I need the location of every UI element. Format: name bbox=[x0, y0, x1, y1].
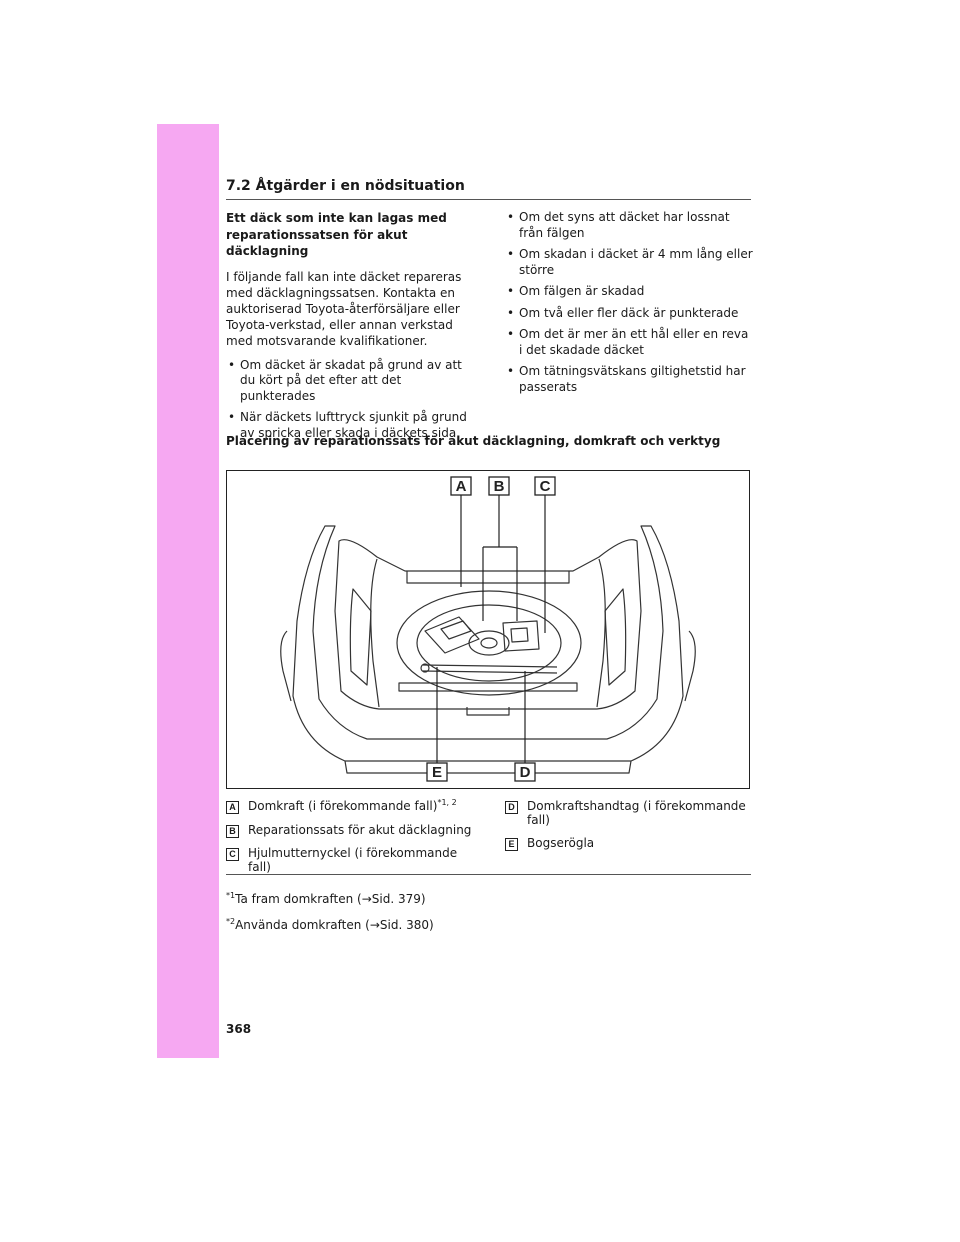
list-item: •Om fälgen är skadad bbox=[507, 284, 645, 298]
legend-item-c: C Hjulmutternyckel (i förekommande fall) bbox=[226, 846, 478, 874]
legend-right: D Domkraftshandtag (i förekommande fall)… bbox=[505, 799, 757, 861]
chapter-side-tab bbox=[157, 124, 219, 1058]
bullet-icon: • bbox=[228, 410, 236, 425]
bullet-icon: • bbox=[507, 210, 515, 224]
trunk-illustration: A B C E D bbox=[226, 470, 750, 789]
bullet-icon: • bbox=[507, 247, 515, 261]
legend-letter-c: C bbox=[226, 848, 239, 861]
bullet-icon: • bbox=[507, 364, 515, 378]
list-item: •Om tätningsvätskans giltighetstid har p… bbox=[507, 364, 746, 394]
left-bullet-list: •Om däcket är skadat på grund av att du … bbox=[226, 358, 476, 442]
footnote-2: *2Använda domkraften (→Sid. 380) bbox=[226, 917, 434, 933]
left-heading: Ett däck som inte kan lagas med reparati… bbox=[226, 211, 447, 258]
bullet-icon: • bbox=[507, 305, 515, 320]
svg-text:A: A bbox=[456, 478, 467, 495]
legend-letter-a: A bbox=[226, 801, 239, 814]
legend-item-e: E Bogserögla bbox=[505, 836, 757, 851]
left-intro: I följande fall kan inte däcket reparera… bbox=[226, 269, 462, 349]
list-item: •Om det syns att däcket har lossnat från… bbox=[507, 210, 730, 240]
legend-letter-e: E bbox=[505, 838, 518, 851]
legend-left: A Domkraft (i förekommande fall)*1, 2 B … bbox=[226, 798, 478, 884]
page-number: 368 bbox=[226, 1022, 252, 1036]
left-column: Ett däck som inte kan lagas med reparati… bbox=[226, 210, 476, 447]
list-item: •Om däcket är skadat på grund av att du … bbox=[228, 357, 462, 403]
svg-text:E: E bbox=[432, 764, 442, 781]
bullet-icon: • bbox=[228, 357, 236, 372]
footnote-ref: *1, 2 bbox=[437, 798, 457, 807]
list-item: •Om skadan i däcket är 4 mm lång eller s… bbox=[507, 247, 753, 277]
callout-e: E bbox=[426, 762, 448, 782]
legend-item-d: D Domkraftshandtag (i förekommande fall) bbox=[505, 799, 757, 827]
bullet-icon: • bbox=[507, 327, 515, 341]
footnote-divider bbox=[226, 874, 751, 875]
title-divider bbox=[226, 199, 751, 200]
list-item: •Om det är mer än ett hål eller en reva … bbox=[507, 327, 749, 357]
legend-item-b: B Reparationssats för akut däcklagning bbox=[226, 823, 478, 838]
bullet-icon: • bbox=[507, 284, 515, 298]
legend-letter-b: B bbox=[226, 824, 239, 838]
figure-title: Placering av reparationssats för akut dä… bbox=[226, 434, 721, 448]
trunk-drawing: A B C E D bbox=[280, 476, 696, 782]
footnote-1: *1Ta fram domkraften (→Sid. 379) bbox=[226, 891, 426, 907]
section-title: 7.2 Åtgärder i en nödsituation bbox=[226, 178, 465, 194]
legend-letter-d: D bbox=[505, 801, 518, 814]
callout-a: A bbox=[450, 476, 472, 496]
right-column: •Om det syns att däcket har lossnat från… bbox=[505, 210, 755, 401]
list-item: •Om två eller fler däck är punkterade bbox=[507, 305, 739, 320]
callout-c: C bbox=[534, 476, 556, 496]
list-item: •När däckets lufttryck sjunkit på grund … bbox=[228, 410, 467, 440]
svg-text:B: B bbox=[494, 478, 505, 495]
legend-item-a: A Domkraft (i förekommande fall)*1, 2 bbox=[226, 798, 478, 814]
svg-text:D: D bbox=[520, 764, 531, 781]
svg-text:C: C bbox=[540, 478, 551, 495]
right-bullet-list: •Om det syns att däcket har lossnat från… bbox=[505, 210, 755, 395]
callout-d: D bbox=[514, 762, 536, 782]
callout-b: B bbox=[488, 476, 510, 496]
